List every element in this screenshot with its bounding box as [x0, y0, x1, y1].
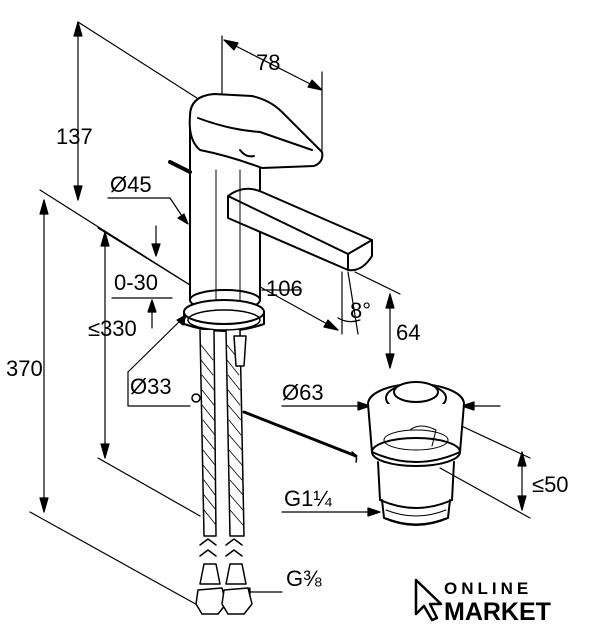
dimension-lines: [29, 21, 531, 613]
cursor-arrow-icon: [414, 578, 443, 622]
dim-lift-range: 0-30: [114, 270, 158, 295]
logo-line1: ONLINE: [444, 579, 532, 598]
supply-hoses: [187, 309, 261, 615]
dim-hose-thread: G⅜: [286, 566, 322, 591]
dim-max-height-below: ≤330: [88, 316, 137, 341]
drain-linkage: [191, 393, 358, 463]
dimension-labels: 78 137 Ø45 0-30 106 ≤330 370 8° 64 Ø33 Ø…: [6, 50, 569, 591]
dim-spout-reach: 78: [256, 50, 280, 75]
dim-spout-angle: 8°: [350, 298, 371, 323]
dim-total-height: 370: [6, 356, 43, 381]
onlinemarket-logo[interactable]: ONLINE MARKET: [414, 578, 551, 626]
dim-spout-offset: 106: [266, 276, 303, 301]
dim-waste-diameter: Ø63: [282, 380, 324, 405]
dim-spout-height: 64: [396, 320, 420, 345]
waste-valve: [367, 381, 465, 526]
dim-waste-thread: G1¼: [284, 486, 332, 511]
faucet-body: [168, 93, 373, 332]
dim-handle-height: 137: [56, 124, 93, 149]
logo-line2: MARKET: [444, 598, 551, 626]
dim-hole-diameter: Ø33: [130, 374, 172, 399]
dim-waste-depth: ≤50: [532, 472, 569, 497]
dim-body-diameter: Ø45: [110, 172, 152, 197]
